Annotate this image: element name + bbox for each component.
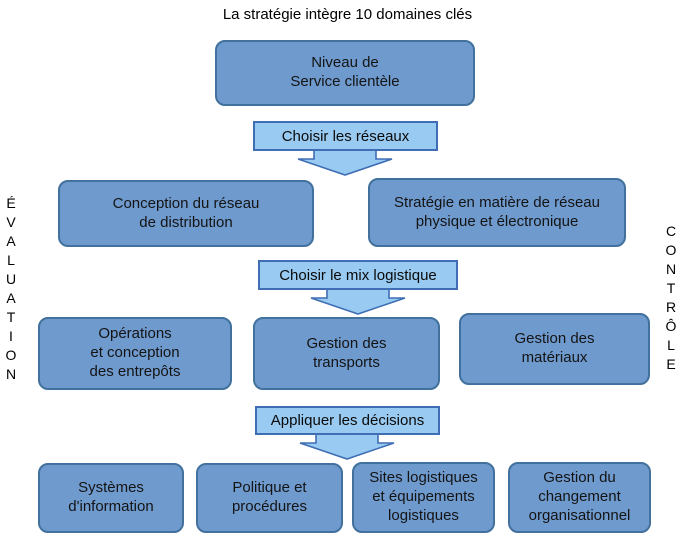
diagram-title: La stratégie intègre 10 domaines clés bbox=[222, 6, 473, 23]
connector-choisir-les-reseaux: Choisir les réseaux bbox=[253, 121, 438, 151]
box-gestion-changement-organisationnel: Gestion du changement organisationnel bbox=[508, 462, 651, 533]
box-operations-conception-entrepots-label: Opérations et conception des entrepôts bbox=[89, 325, 181, 380]
box-politique-procedures-label: Politique et procédures bbox=[231, 479, 308, 515]
box-strategie-reseau-physique-electronique-label: Stratégie en matière de réseau physique … bbox=[394, 193, 600, 230]
box-gestion-transports-label: Gestion des transports bbox=[306, 334, 387, 371]
connector-appliquer-decisions-label: Appliquer les décisions bbox=[270, 412, 425, 429]
down-arrow-icon bbox=[310, 288, 406, 315]
connector-appliquer-decisions: Appliquer les décisions bbox=[255, 406, 440, 435]
box-conception-reseau-distribution: Conception du réseau de distribution bbox=[58, 180, 314, 247]
down-arrow-icon bbox=[299, 433, 395, 460]
box-operations-conception-entrepots: Opérations et conception des entrepôts bbox=[38, 317, 232, 390]
box-gestion-changement-organisationnel-label: Gestion du changement organisationnel bbox=[528, 469, 631, 524]
box-systemes-information: Systèmes d'information bbox=[38, 463, 184, 533]
box-systemes-information-label: Systèmes d'information bbox=[68, 479, 154, 515]
connector-choisir-mix-logistique: Choisir le mix logistique bbox=[258, 260, 458, 290]
box-gestion-transports: Gestion des transports bbox=[253, 317, 440, 390]
box-strategie-reseau-physique-electronique: Stratégie en matière de réseau physique … bbox=[368, 178, 626, 247]
box-gestion-materiaux-label: Gestion des matériaux bbox=[514, 330, 595, 366]
box-sites-logistiques-equipements-label: Sites logistiques et équipements logisti… bbox=[369, 469, 478, 524]
box-politique-procedures: Politique et procédures bbox=[196, 463, 343, 533]
box-conception-reseau-distribution-label: Conception du réseau de distribution bbox=[112, 194, 260, 231]
connector-choisir-mix-logistique-label: Choisir le mix logistique bbox=[279, 266, 437, 284]
box-sites-logistiques-equipements: Sites logistiques et équipements logisti… bbox=[352, 462, 495, 533]
connector-choisir-les-reseaux-label: Choisir les réseaux bbox=[281, 127, 410, 145]
box-gestion-materiaux: Gestion des matériaux bbox=[459, 313, 650, 385]
box-niveau-service-clientele: Niveau de Service clientèle bbox=[215, 40, 475, 106]
down-arrow-icon bbox=[297, 149, 393, 176]
box-niveau-service-clientele-label: Niveau de Service clientèle bbox=[290, 54, 400, 90]
